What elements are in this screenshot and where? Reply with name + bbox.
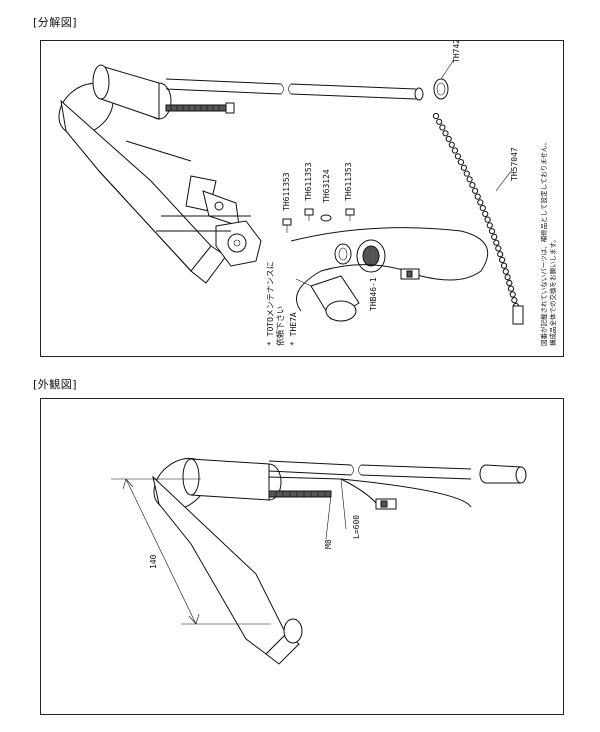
parts-note-line1: 図番が記載されていないパーツは、補修品として設定しておりません。: [539, 139, 548, 346]
exploded-diagram: TH74269 TH57047 TH611353 TH611353 TH6312…: [58, 41, 557, 346]
ext-threaded-stud: [268, 490, 332, 498]
part-label-th63124: TH63124: [322, 169, 331, 203]
chain-bead: [499, 256, 506, 263]
chain-end-clip: [512, 305, 524, 325]
chain-bead: [482, 210, 489, 217]
parts-note-line2: 構成品全体での交換をお願いします。: [548, 236, 557, 346]
water-hose: [165, 78, 424, 101]
screw-1: [282, 218, 292, 233]
chain-bead: [491, 233, 498, 240]
chain-bead: [497, 251, 504, 258]
chain-bead: [502, 268, 509, 275]
sensor-cable: [290, 227, 489, 312]
sensor-ring: [334, 243, 352, 265]
chain-bead: [460, 164, 467, 171]
m8-label: M8: [324, 539, 333, 549]
chain-bead: [445, 135, 452, 143]
chain-bead: [486, 222, 493, 229]
sensor-cap: [356, 239, 386, 273]
chain-bead: [457, 159, 464, 166]
ext-hose: [268, 460, 527, 508]
exterior-view-title: [外観図]: [33, 378, 78, 391]
part-label-th611353-a: TH611353: [282, 172, 291, 211]
chain-bead: [472, 187, 479, 194]
chain-bead: [495, 245, 502, 252]
part-label-the7a: * THE7A: [289, 312, 298, 346]
chain-bead: [506, 279, 513, 287]
chain-bead: [509, 291, 516, 298]
dimension-140: [111, 478, 271, 625]
exploded-view-title: [分解図]: [33, 16, 78, 29]
chain-bead: [454, 153, 461, 160]
chain-bead: [479, 205, 486, 212]
chain-bead: [500, 262, 508, 269]
chain-bead: [439, 124, 446, 131]
bracket-assembly: [156, 175, 262, 267]
chain-bead: [477, 199, 484, 206]
faucet-body: [152, 457, 303, 665]
part-label-th611353-b: TH611353: [304, 162, 313, 201]
chain-bead: [507, 285, 515, 292]
exterior-diagram: 140 M8 L=600: [111, 457, 527, 665]
chain-bead: [448, 141, 455, 148]
chain-bead: [474, 193, 481, 200]
chain-bead: [463, 170, 470, 177]
chain-bead: [469, 182, 476, 189]
threaded-stud: [165, 102, 235, 114]
exploded-view-panel: TH74269 TH57047 TH611353 TH611353 TH6312…: [40, 40, 564, 357]
chain-bead: [511, 297, 518, 304]
maintenance-note-line2: 依頼下さい: [275, 306, 285, 346]
maintenance-note-line1: * TOTOメンテナンスに: [266, 261, 275, 346]
chain-bead: [504, 274, 511, 281]
chain-bead: [484, 216, 491, 223]
chain-bead: [442, 130, 449, 137]
washer: [320, 214, 332, 222]
chain-bead: [488, 228, 496, 235]
exterior-view-panel: 140 M8 L=600: [40, 398, 564, 715]
chain-bead: [451, 147, 458, 154]
chain-bead: [493, 239, 500, 246]
spout-body: [58, 64, 227, 284]
part-label-th74269: TH74269: [452, 41, 461, 63]
part-label-th611353-c: TH611353: [344, 162, 353, 201]
chain-bead: [432, 112, 440, 120]
dimension-140-label: 140: [149, 554, 158, 569]
hose-length-label: L=600: [352, 515, 361, 539]
ext-connector: [340, 478, 397, 510]
screw-3: [345, 208, 355, 221]
solenoid-valve: [295, 275, 360, 322]
hose-clip: [433, 60, 454, 100]
bead-chain: [432, 112, 524, 325]
chain-bead: [466, 176, 473, 183]
screw-2: [304, 208, 314, 221]
part-label-thb46-1: THB46-1: [369, 277, 378, 311]
part-label-th57047: TH57047: [510, 147, 519, 181]
chain-bead: [436, 118, 443, 125]
